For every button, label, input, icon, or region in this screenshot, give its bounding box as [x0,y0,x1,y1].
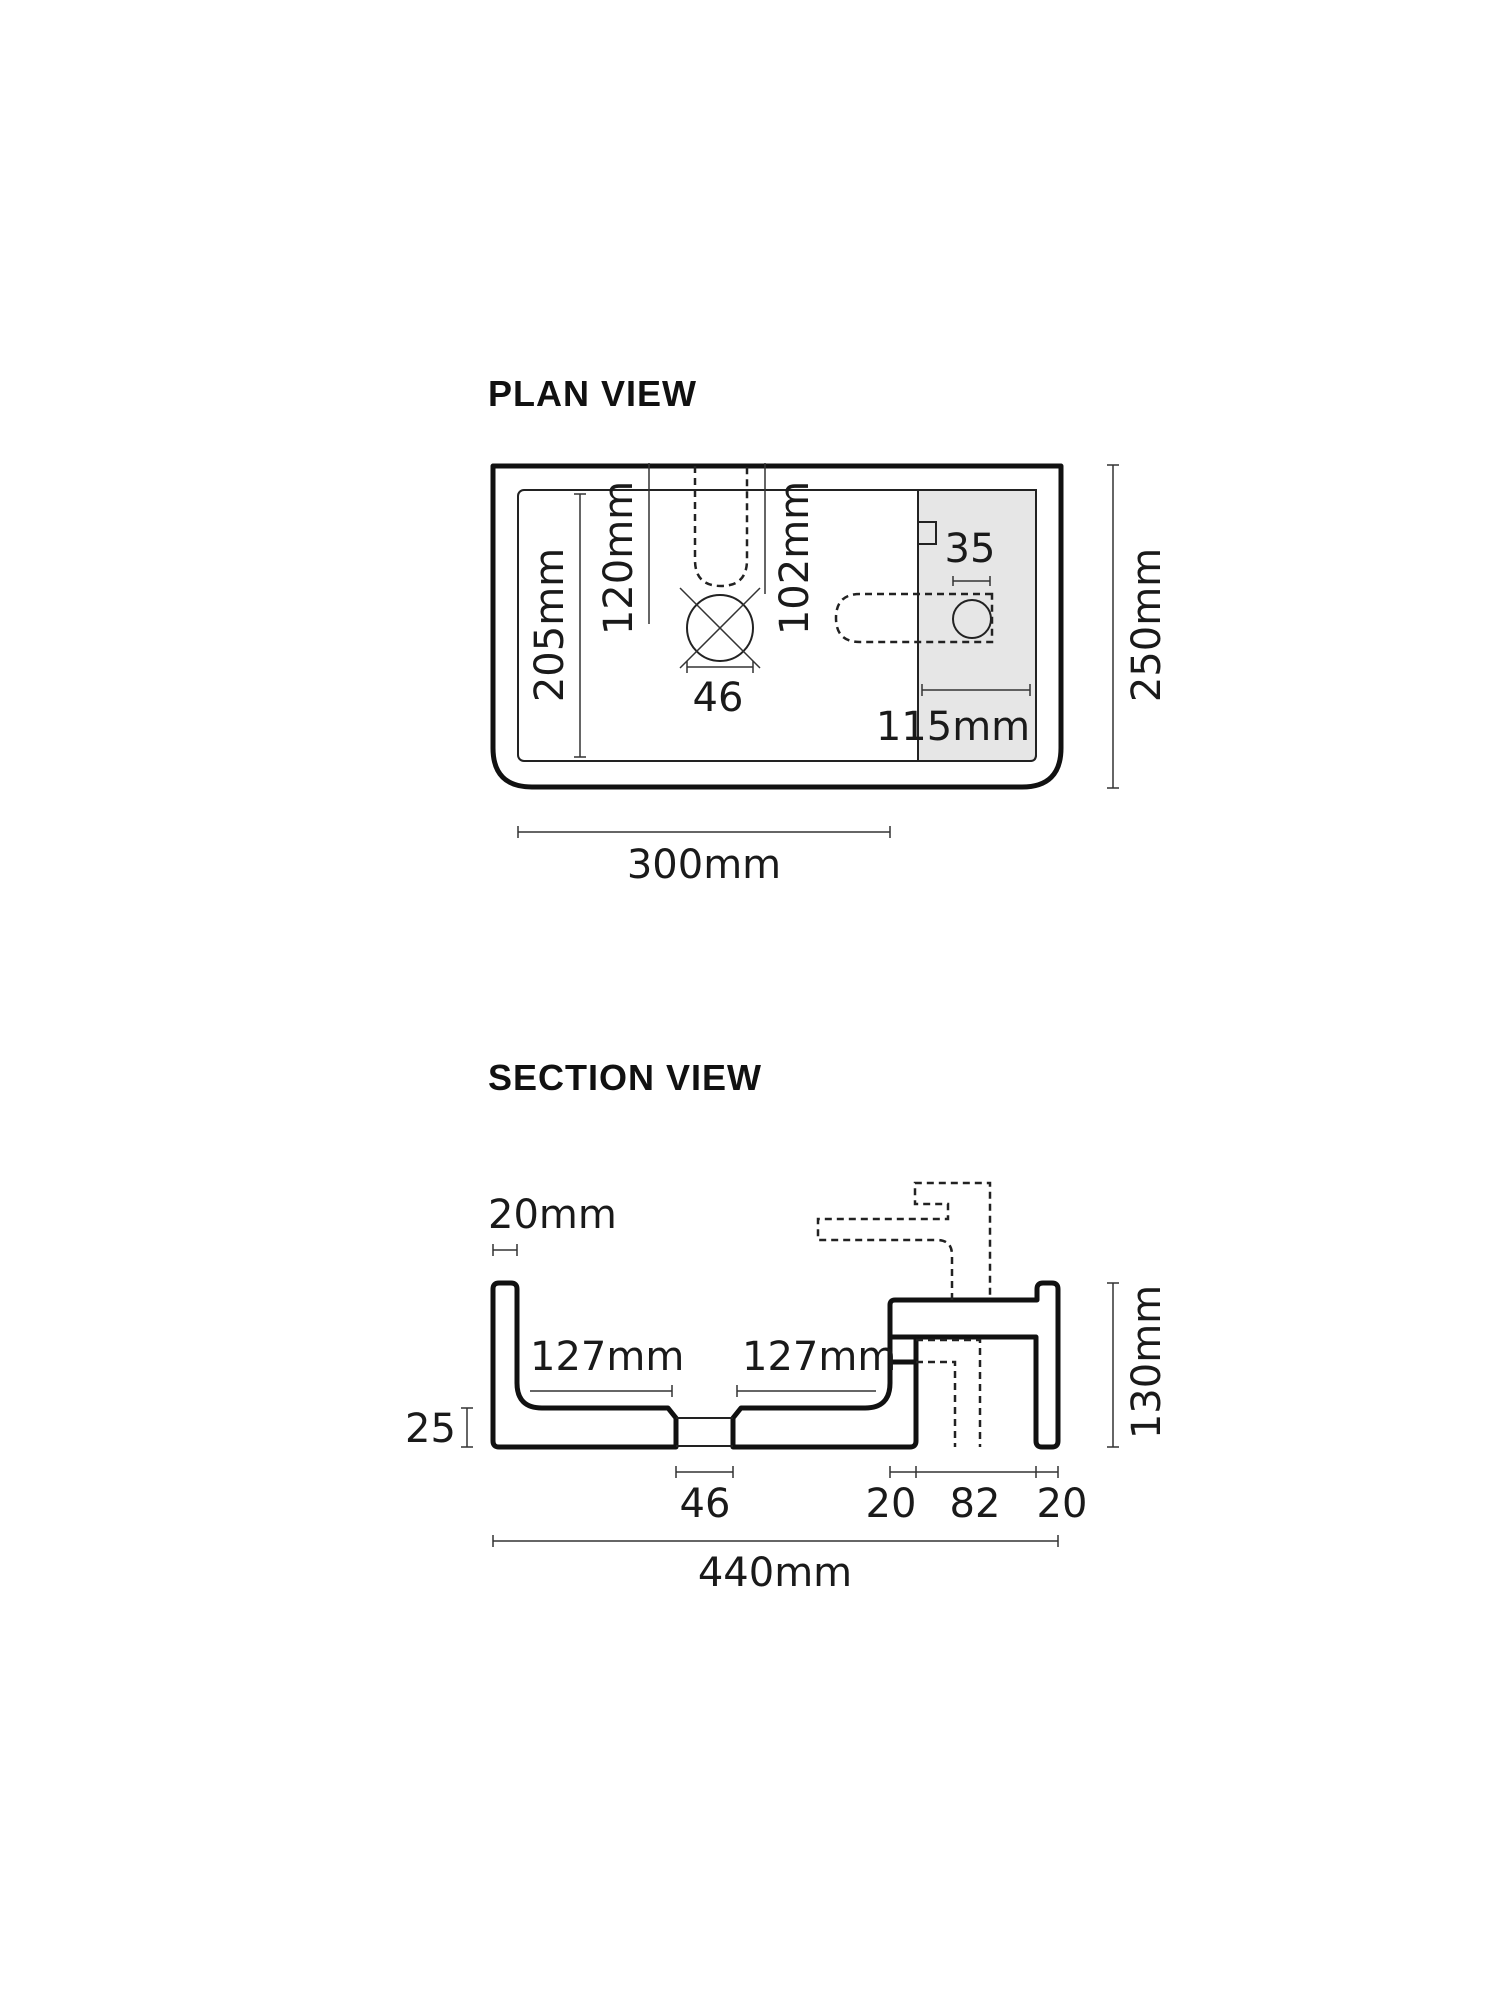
dim-82: 82 [950,1481,1001,1527]
plan-view: PLAN VIEW 205mm 120mm 102mm [488,373,1170,888]
section-view-title: SECTION VIEW [488,1057,762,1098]
dim-120mm: 120mm [596,481,642,635]
dim-46-plan: 46 [693,675,744,721]
plan-tap-dashed [834,592,994,644]
plan-drain-circle [686,594,754,662]
section-tap-dashed [816,1181,992,1300]
plan-outer-outline [490,463,1064,790]
dim-205mm: 205mm [527,548,573,702]
plan-overflow-square [917,521,937,545]
dim-46-section: 46 [680,1481,731,1527]
section-view: SECTION VIEW 20mm 127mm 127mm [405,1057,1170,1596]
dim-20mm: 20mm [488,1192,617,1238]
dim-130mm: 130mm [1124,1285,1170,1439]
dim-250mm: 250mm [1124,548,1170,702]
plan-tap-hole [952,599,992,639]
dim-102mm: 102mm [772,481,818,635]
plan-view-title: PLAN VIEW [488,373,697,414]
dim-300mm: 300mm [627,842,781,888]
dim-20-rear-1: 20 [866,1481,917,1527]
dim-25: 25 [405,1406,456,1452]
section-pipe-dashed [916,1338,982,1447]
dim-127mm-right: 127mm [742,1334,896,1380]
plan-deck-area [917,489,1037,762]
dim-35: 35 [945,526,996,572]
dim-127mm-left: 127mm [530,1334,684,1380]
dim-440mm: 440mm [698,1550,852,1596]
plan-spout-dashed [693,466,749,588]
dim-115mm: 115mm [876,704,1030,750]
section-left-outline [490,1280,679,1450]
plan-drain-cross-b [679,587,761,669]
dim-20-rear-2: 20 [1037,1481,1088,1527]
